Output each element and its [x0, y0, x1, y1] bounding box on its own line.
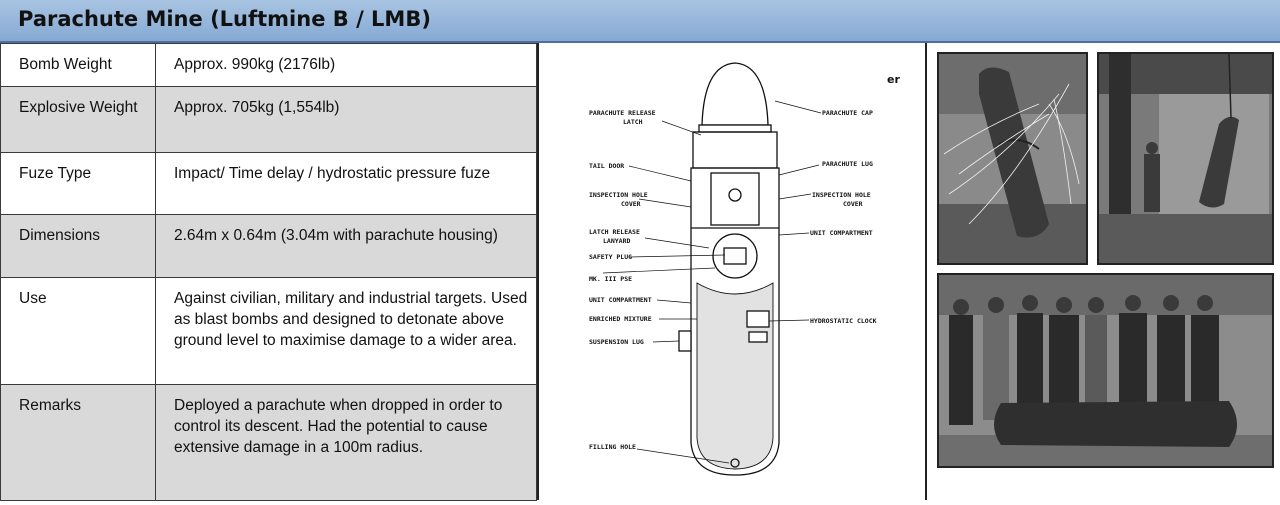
mine-in-field-image — [939, 54, 1086, 263]
diagram-label: INSPECTION HOLE — [589, 191, 648, 199]
table-row: Remarks Deployed a parachute when droppe… — [0, 384, 537, 501]
spec-value: Impact/ Time delay / hydrostatic pressur… — [155, 152, 537, 215]
spec-value: 2.64m x 0.64m (3.04m with parachute hous… — [155, 214, 537, 278]
diagram-label: SAFETY PLUG — [589, 253, 632, 261]
diagram-label: FILLING HOLE — [589, 443, 636, 451]
mine-hanging-in-building-photo — [1097, 52, 1274, 265]
spec-value: Against civilian, military and industria… — [155, 277, 537, 385]
mine-hanging-image — [1099, 54, 1272, 263]
table-row: Fuze Type Impact/ Time delay / hydrostat… — [0, 152, 537, 215]
diagram-label: LANYARD — [603, 237, 630, 245]
corner-mark: er — [887, 73, 900, 86]
diagram-label: COVER — [843, 200, 863, 208]
spec-value: Approx. 705kg (1,554lb) — [155, 86, 537, 153]
spec-label: Dimensions — [0, 214, 156, 278]
diagram-label: TAIL DOOR — [589, 162, 624, 170]
title-bar: Parachute Mine (Luftmine B / LMB) — [0, 0, 1280, 43]
spec-label: Bomb Weight — [0, 43, 156, 87]
mine-in-field-photo — [937, 52, 1088, 265]
spec-label: Remarks — [0, 384, 156, 501]
spec-table: Bomb Weight Approx. 990kg (2176lb) Explo… — [0, 43, 537, 501]
page-title: Parachute Mine (Luftmine B / LMB) — [18, 7, 431, 31]
diagram-label: HYDROSTATIC CLOCK — [810, 317, 877, 325]
table-row: Dimensions 2.64m x 0.64m (3.04m with par… — [0, 214, 537, 278]
table-row: Use Against civilian, military and indus… — [0, 277, 537, 385]
spec-value: Deployed a parachute when dropped in ord… — [155, 384, 537, 501]
diagram-label: UNIT COMPARTMENT — [810, 229, 873, 237]
diagram-label: PARACHUTE CAP — [822, 109, 873, 117]
diagram-label: ENRICHED MIXTURE — [589, 315, 652, 323]
soldiers-image — [939, 275, 1272, 466]
spec-label: Fuze Type — [0, 152, 156, 215]
diagram-label: PARACHUTE RELEASE — [589, 109, 656, 117]
diagram-label: INSPECTION HOLE — [812, 191, 871, 199]
diagram-label: LATCH RELEASE — [589, 228, 640, 236]
spec-label: Explosive Weight — [0, 86, 156, 153]
mine-diagram-panel: er — [537, 43, 927, 500]
table-row: Explosive Weight Approx. 705kg (1,554lb) — [0, 86, 537, 153]
spec-value: Approx. 990kg (2176lb) — [155, 43, 537, 87]
spec-label: Use — [0, 277, 156, 385]
diagram-label: UNIT COMPARTMENT — [589, 296, 652, 304]
table-row: Bomb Weight Approx. 990kg (2176lb) — [0, 43, 537, 87]
soldiers-with-mine-photo — [937, 273, 1274, 468]
diagram-label: LATCH — [623, 118, 643, 126]
diagram-label: COVER — [621, 200, 641, 208]
diagram-label: MK. III PSE — [589, 275, 632, 283]
diagram-label: SUSPENSION LUG — [589, 338, 644, 346]
mine-cutaway-diagram: er — [589, 62, 900, 476]
diagram-label: PARACHUTE LUG — [822, 160, 873, 168]
